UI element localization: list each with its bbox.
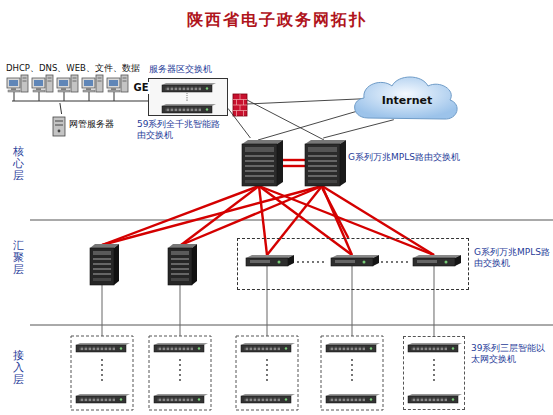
access-box: 39系列三层智能以太网交换机 (403, 336, 465, 410)
server-name: 网管服务器 (69, 119, 114, 130)
network-link (323, 120, 394, 138)
server-group: DHCP、DNS、WEB、文件、数据 (4, 63, 134, 103)
aggregation-box: G系列万兆MPLS路由交换机 (237, 238, 469, 290)
management-server: 网管服务器 (52, 114, 132, 138)
switch-name: 服务器区交换机 (149, 64, 212, 75)
link-label: GE (132, 82, 149, 94)
switch-model: 59系列全千兆智能路由交换机 (137, 119, 229, 141)
cloud-label: Internet (382, 94, 433, 107)
internet-cloud: Internet (352, 76, 462, 122)
server-switch-box: 服务器区交换机59系列全千兆智能路由交换机 (148, 78, 228, 116)
server-list: DHCP、DNS、WEB、文件、数据 (6, 63, 140, 73)
core-switch-group: G系列万兆MPLS路由交换机 (240, 138, 344, 188)
diagram-title: 陕西省电子政务网拓扑 (0, 10, 553, 29)
layer-label: 接入层 (13, 350, 24, 386)
network-link (433, 290, 434, 336)
network-link (60, 103, 62, 114)
switch-model: 39系列三层智能以太网交换机 (471, 343, 549, 365)
network-link (228, 108, 250, 138)
layer-label: 核心层 (13, 146, 24, 182)
switch-model: G系列万兆MPLS路由交换机 (348, 152, 460, 163)
network-link (134, 100, 148, 101)
network-link (322, 188, 348, 238)
switch-model: G系列万兆MPLS路由交换机 (474, 247, 552, 269)
layer-label: 汇聚层 (13, 240, 24, 276)
